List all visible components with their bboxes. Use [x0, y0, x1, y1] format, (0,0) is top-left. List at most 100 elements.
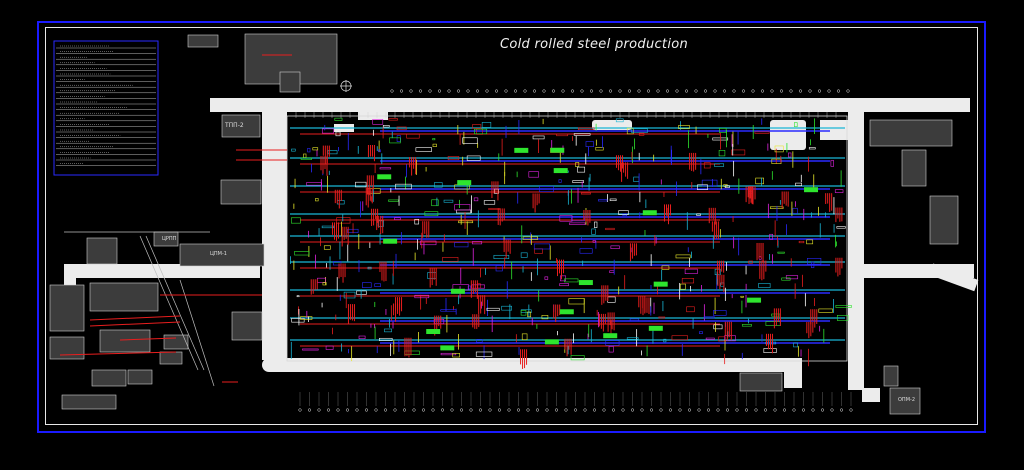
equipment-unit: [681, 278, 695, 284]
equipment-unit: [396, 126, 407, 131]
equipment-unit: [382, 125, 390, 128]
equipment-unit: [378, 149, 381, 153]
equipment-unit: [388, 118, 398, 121]
equipment-unit: [520, 310, 527, 316]
axis-marker: [592, 408, 597, 412]
equipment-unit: [595, 147, 604, 151]
equipment-unit: [300, 157, 312, 160]
axis-marker: [798, 89, 803, 93]
equipment-unit: [358, 335, 366, 340]
equipment-unit: [533, 243, 550, 250]
road-network: [64, 98, 979, 402]
axis-marker: [507, 408, 511, 412]
equipment-unit: [686, 306, 695, 313]
equipment-unit: [758, 283, 771, 288]
column-markers: [298, 89, 853, 412]
axis-marker: [421, 408, 426, 412]
equipment-tag: [544, 339, 559, 345]
axis-marker: [428, 89, 432, 93]
legend-table: [53, 40, 159, 176]
axis-marker: [418, 89, 423, 93]
axis-marker: [326, 408, 331, 412]
equipment-unit: [585, 141, 594, 147]
axis-marker: [668, 408, 673, 412]
building-label-cpp: ЦРПП: [162, 236, 177, 242]
equipment-unit: [493, 254, 510, 260]
equipment-unit: [414, 218, 420, 225]
equipment-tag: [550, 147, 565, 153]
axis-marker: [846, 89, 850, 93]
equipment-unit: [731, 149, 746, 156]
equipment-tag: [603, 333, 618, 339]
equipment-unit: [754, 131, 770, 134]
equipment-unit: [703, 316, 715, 319]
axis-marker: [725, 408, 730, 412]
axis-marker: [440, 408, 445, 412]
axis-marker: [621, 408, 625, 412]
equipment-unit: [835, 305, 852, 308]
equipment-unit: [452, 353, 460, 358]
equipment-unit: [559, 283, 569, 287]
drawing-outer-frame: [37, 21, 986, 433]
axis-marker: [722, 89, 727, 93]
equipment-tag: [747, 297, 762, 303]
equipment-unit: [609, 270, 615, 273]
equipment-unit: [532, 135, 545, 140]
axis-marker: [706, 408, 711, 412]
equipment-unit: [794, 122, 798, 128]
equipment-unit: [697, 184, 708, 191]
equipment-unit: [699, 331, 703, 334]
equipment-unit: [520, 252, 528, 258]
equipment-unit: [473, 197, 479, 202]
axis-marker: [402, 408, 407, 412]
equipment-unit: [678, 125, 690, 130]
equipment-unit: [571, 216, 585, 222]
equipment-unit: [388, 199, 399, 202]
equipment-tag: [578, 280, 593, 286]
equipment-unit: [406, 133, 420, 139]
axis-marker: [741, 89, 746, 93]
equipment-unit: [703, 162, 711, 169]
axis-marker: [637, 89, 641, 93]
axis-marker: [801, 408, 806, 412]
utility-lines: [59, 54, 292, 383]
equipment-unit: [811, 261, 815, 269]
equipment-unit: [495, 265, 503, 272]
equipment-unit: [577, 127, 595, 130]
axis-marker: [497, 408, 502, 412]
axis-marker: [630, 408, 635, 412]
equipment-unit: [396, 135, 401, 142]
axis-marker: [732, 89, 736, 93]
equipment-unit: [374, 283, 381, 287]
equipment-unit: [414, 294, 430, 299]
equipment-unit: [394, 217, 401, 220]
equipment-unit: [577, 166, 586, 173]
axis-marker: [409, 89, 413, 93]
equipment-unit: [472, 124, 482, 129]
equipment-unit: [701, 179, 718, 187]
equipment-unit: [808, 147, 816, 150]
axis-marker: [412, 408, 416, 412]
axis-marker: [782, 408, 787, 412]
equipment-unit: [777, 251, 785, 254]
axis-marker: [608, 89, 613, 93]
axis-marker: [716, 408, 720, 412]
equipment-unit: [443, 199, 454, 203]
axis-marker: [554, 408, 559, 412]
axis-marker: [516, 408, 521, 412]
axis-marker: [713, 89, 717, 93]
equipment-unit: [471, 241, 483, 245]
north-arrow-icon: [340, 80, 352, 92]
equipment-unit: [724, 185, 730, 188]
axis-marker: [551, 89, 556, 93]
equipment-unit: [718, 336, 726, 342]
equipment-unit: [541, 315, 549, 320]
equipment-tag: [642, 210, 657, 216]
axis-marker: [513, 89, 518, 93]
equipment-unit: [598, 199, 608, 202]
equipment-unit: [415, 147, 432, 152]
axis-marker: [456, 89, 461, 93]
axis-marker: [792, 408, 796, 412]
axis-marker: [355, 408, 359, 412]
